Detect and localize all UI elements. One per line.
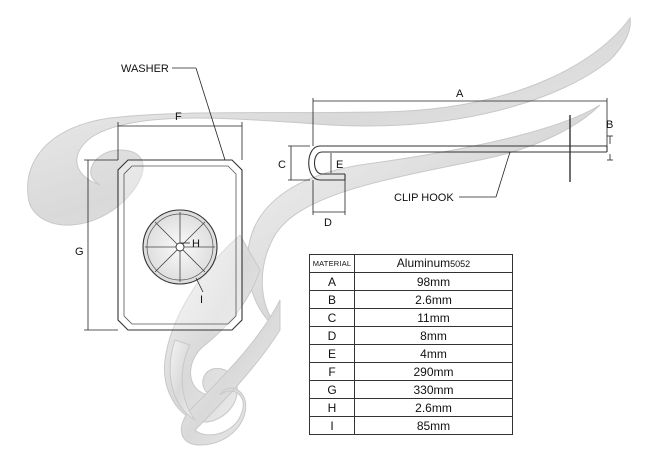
row-value: 98mm bbox=[354, 272, 513, 291]
material-grade: 5052 bbox=[450, 259, 471, 269]
spec-table-header: MATERIAL Aluminum5052 bbox=[309, 254, 513, 273]
dimension-a bbox=[312, 98, 608, 146]
label-e: E bbox=[336, 159, 343, 171]
material-header: MATERIAL bbox=[309, 254, 355, 273]
label-i: I bbox=[200, 294, 203, 306]
material-name: Aluminum bbox=[396, 256, 451, 270]
row-value: 330mm bbox=[354, 380, 513, 399]
row-key: G bbox=[309, 380, 355, 399]
row-key: A bbox=[309, 272, 355, 291]
label-g: G bbox=[75, 246, 84, 258]
label-h: H bbox=[192, 238, 200, 250]
dimension-d bbox=[312, 180, 346, 215]
clip-hook bbox=[308, 145, 608, 181]
row-value: 2.6mm bbox=[354, 290, 513, 309]
row-key: I bbox=[309, 416, 355, 435]
label-f: F bbox=[175, 111, 182, 123]
row-key: F bbox=[309, 362, 355, 381]
clip-hook-leader bbox=[459, 151, 511, 198]
dimension-b bbox=[607, 135, 613, 161]
dimension-i bbox=[195, 277, 204, 293]
row-value: 290mm bbox=[354, 362, 513, 381]
row-value: 2.6mm bbox=[354, 398, 513, 417]
washer-leader bbox=[172, 67, 226, 161]
washer-label: WASHER bbox=[121, 63, 169, 75]
washer-disc bbox=[142, 209, 218, 285]
label-b: B bbox=[606, 119, 613, 131]
row-key: E bbox=[309, 344, 355, 363]
label-a: A bbox=[456, 88, 464, 100]
row-key: D bbox=[309, 326, 355, 345]
dimension-f bbox=[117, 122, 243, 160]
row-value: 11mm bbox=[354, 308, 513, 327]
row-key: B bbox=[309, 290, 355, 309]
label-d: D bbox=[324, 217, 332, 229]
label-c: C bbox=[278, 159, 286, 171]
dimension-c bbox=[288, 145, 310, 181]
dimension-g bbox=[84, 159, 118, 331]
row-key: H bbox=[309, 398, 355, 417]
row-value: 8mm bbox=[354, 326, 513, 345]
material-value-header: Aluminum5052 bbox=[354, 254, 513, 273]
clip-hook-label: CLIP HOOK bbox=[394, 192, 454, 204]
row-key: C bbox=[309, 308, 355, 327]
row-value: 85mm bbox=[354, 416, 513, 435]
row-value: 4mm bbox=[354, 344, 513, 363]
